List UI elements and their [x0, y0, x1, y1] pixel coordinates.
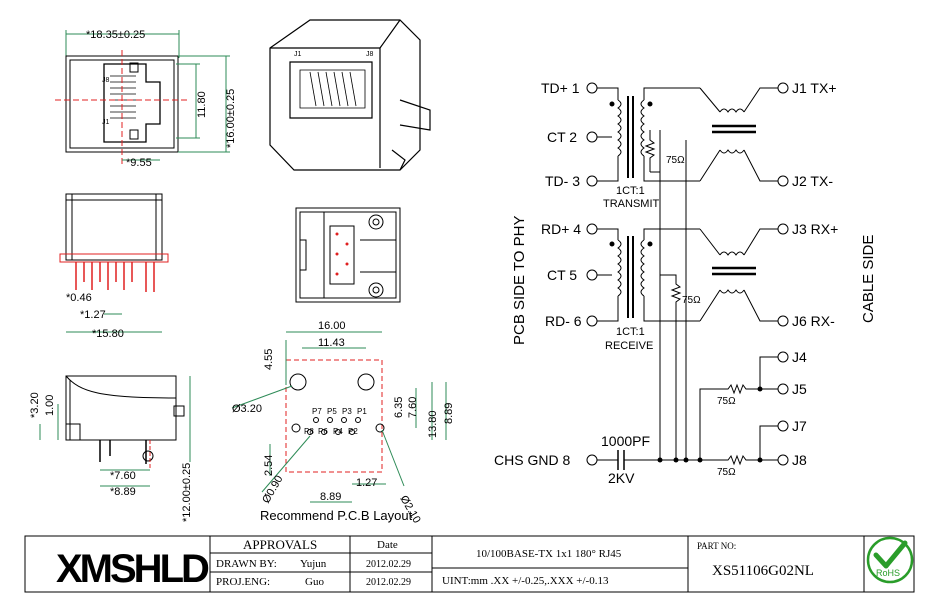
drawn-by-name: Yujun: [300, 558, 327, 570]
schematic-labels: TD+ 1 CT 2 TD- 3 RD+ 4 CT 5 RD- 6 J1 TX+…: [494, 80, 877, 486]
front-total-height-label: *16.00±0.25: [225, 89, 237, 148]
pcb-left-height: 2.54: [263, 455, 275, 476]
drawn-by-label: DRAWN BY:: [216, 558, 277, 570]
pin-j2-txm: J2 TX-: [792, 173, 833, 189]
part-no-label: PART NO:: [697, 541, 736, 551]
drawn-date: 2012.02.29: [366, 559, 411, 570]
side-view: [39, 375, 191, 487]
side-pos1-label: *7.60: [110, 470, 136, 482]
pin-pitch-label: *1.27: [80, 309, 106, 321]
pin-j4: J4: [792, 349, 807, 365]
rohs-ring: [866, 536, 914, 584]
top-view: [295, 207, 401, 303]
tolerance-note: UINT:mm .XX +/-0.25,.XXX +/-0.13: [442, 575, 609, 587]
pcb-v3: 13.80: [427, 410, 439, 438]
pcb-pin-p8: P8: [304, 427, 314, 436]
approvals-label: APPROVALS: [243, 537, 317, 552]
pin-j8: J8: [792, 452, 807, 468]
r-rx-label: 75Ω: [682, 295, 701, 306]
pcb-top-height: 4.55: [263, 349, 275, 370]
rx-name: RECEIVE: [605, 340, 653, 352]
pin-td-minus: TD- 3: [545, 173, 580, 189]
r-tx-label: 75Ω: [666, 155, 685, 166]
pcb-big-hole: Ø3.20: [232, 403, 262, 415]
pcb-pin-p6: P6: [318, 427, 328, 436]
date-header: Date: [377, 539, 398, 551]
pin-j1-txp: J1 TX+: [792, 80, 837, 96]
proj-eng-label: PROJ.ENG:: [216, 576, 270, 588]
side-h1-label: *3.20: [29, 392, 41, 418]
pcb-pin-labels: P7 P5 P3 P1 P8 P6 P4 P2: [304, 407, 367, 436]
proj-date: 2012.02.29: [366, 577, 411, 588]
iso-pin-j1: J1: [294, 51, 302, 58]
rohs-label: RoHS: [876, 568, 900, 578]
pin-rd-minus: RD- 6: [545, 313, 582, 329]
r-j45-label: 75Ω: [717, 396, 736, 407]
side-pos2-label: *8.89: [110, 486, 136, 498]
iso-pin-j8: J8: [366, 51, 374, 58]
pcb-pin-p2: P2: [348, 427, 358, 436]
rx-ratio: 1CT:1: [616, 326, 645, 338]
pin-view: [59, 193, 169, 333]
iso-view: [269, 19, 431, 171]
pin-ct-5: CT 5: [547, 267, 577, 283]
check-icon: [873, 540, 908, 569]
pin-rd-plus: RD+ 4: [541, 221, 581, 237]
front-inner-height-label: 11.80: [196, 91, 208, 118]
front-view: [55, 30, 230, 165]
chs-gnd: CHS GND 8: [494, 452, 570, 468]
side-h2-label: 1.00: [44, 395, 56, 416]
pcb-inner-width: 11.43: [318, 337, 345, 349]
pin-ct-2: CT 2: [547, 129, 577, 145]
cap-value: 1000PF: [601, 433, 650, 449]
pcb-pin-pitch: 1.27: [356, 477, 377, 489]
pcb-v1: 6.35: [393, 397, 405, 418]
pcb-bottom-width: 8.89: [320, 491, 341, 503]
company-logo: XMSHLD: [56, 547, 209, 591]
cap-voltage: 2KV: [608, 470, 635, 486]
title-block-frame: [24, 535, 915, 593]
pcb-pin-p4: P4: [333, 427, 343, 436]
pcb-layout: [231, 331, 447, 503]
pin-j5: J5: [792, 381, 807, 397]
pcb-caption: Recommend P.C.B Layout: [260, 508, 413, 523]
logo: XMSHLD: [56, 547, 212, 591]
side-h3-label: *12.00±0.25: [181, 463, 193, 522]
front-pin-j8: J8: [102, 77, 110, 84]
front-pin-j1: J1: [102, 119, 110, 126]
pcb-v4: 8.89: [443, 403, 455, 424]
pin-j7: J7: [792, 418, 807, 434]
pin-j3-rxp: J3 RX+: [792, 221, 838, 237]
pin-td-plus: TD+ 1: [541, 80, 580, 96]
product-description: 10/100BASE-TX 1x1 180° RJ45: [476, 548, 622, 560]
pin-j6-rxm: J6 RX-: [792, 313, 835, 329]
pcb-side-label: PCB SIDE TO PHY: [511, 216, 528, 346]
pcb-v2: 7.60: [407, 397, 419, 418]
title-block: [24, 535, 915, 593]
rohs-badge: RoHS: [866, 536, 914, 584]
proj-eng-name: Guo: [305, 576, 324, 588]
tx-name: TRANSMIT: [603, 198, 660, 210]
r-j78-label: 75Ω: [717, 467, 736, 478]
tx-ratio: 1CT:1: [616, 185, 645, 197]
pin-diameter-label: *0.46: [66, 292, 92, 304]
pcb-pin-p5: P5: [327, 407, 337, 416]
part-number: XS51106G02NL: [712, 563, 814, 579]
pcb-total-width: 16.00: [318, 320, 346, 332]
pcb-pin-p3: P3: [342, 407, 352, 416]
schematic: [586, 82, 789, 470]
front-offset-label: *9.55: [126, 157, 152, 169]
pin-view-width-label: *15.80: [92, 328, 124, 340]
pcb-pin-p1: P1: [357, 407, 367, 416]
pcb-pin-p7: P7: [312, 407, 322, 416]
front-width-label: *18.35±0.25: [86, 29, 145, 41]
cable-side-label: CABLE SIDE: [860, 235, 877, 323]
